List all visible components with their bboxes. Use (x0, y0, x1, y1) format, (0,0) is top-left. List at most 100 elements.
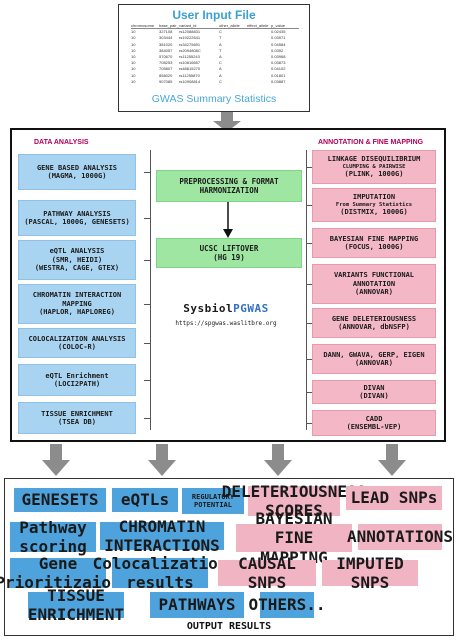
ucsc-liftover-box: UCSC LIFTOVER(HG 19) (156, 238, 302, 268)
connector-tick (144, 218, 150, 219)
input-table: chromosome base_pair_location variant_id… (131, 23, 299, 85)
box-title: eQTL Enrichment (45, 371, 109, 380)
box-title: LINKAGE DISEQUILIBRIUM (327, 155, 421, 164)
table-cell: rs10816657 (179, 60, 201, 66)
table-cell: A (219, 72, 222, 78)
box-title: BAYESIAN FINE MAPPING (329, 234, 419, 243)
header-cell: variant_id (179, 23, 197, 28)
left-divider-line (150, 150, 151, 430)
output-label: results (126, 573, 194, 592)
table-cell: 303444 (159, 35, 173, 41)
down-arrow-icon (264, 444, 292, 476)
output-label: CHROMATIN (118, 516, 206, 536)
output-label: POTENTIAL (194, 501, 232, 509)
box-title: MAPPING (62, 299, 92, 308)
table-cell: 10 (131, 47, 136, 53)
connector-tick (144, 260, 150, 261)
input-file-title: User Input File (172, 8, 256, 22)
box-subtitle: From Summary Statistics (335, 201, 413, 208)
table-cell: 0.03968 (271, 53, 286, 59)
box-tools: (ANNOVAR, dbNSFP) (338, 323, 410, 331)
table-cell: 708253 (159, 60, 173, 66)
table-cell: rs12088831 (179, 29, 201, 35)
bayesian-fine-mapping-box: BAYESIAN FINE MAPPING(FOCUS, 1000G) (312, 228, 436, 258)
box-tools: (ANNOVAR) (355, 288, 393, 297)
box-title: CADD (365, 414, 383, 423)
table-cell: C (219, 60, 222, 66)
table-cell: 0.0392 (271, 47, 284, 53)
connector-tick (144, 172, 150, 173)
brand-prefix: Sysbiol (183, 302, 234, 315)
output-label: Prioritizaion (0, 573, 121, 592)
output-label: REGULATORY (191, 492, 235, 501)
box-tools: (TSEA DB) (58, 418, 96, 426)
right-divider-line (306, 150, 307, 430)
user-input-file-panel: User Input File chromosome base_pair_loc… (118, 4, 310, 112)
output-label: Gene (38, 553, 78, 573)
box-title: PATHWAY ANALYSIS (43, 209, 111, 218)
output-label: Pathway (19, 517, 87, 537)
box-title: HARMONIZATION (199, 186, 259, 195)
table-cell: 10 (131, 29, 136, 35)
connector-tick (144, 418, 150, 419)
box-tools: (DISTMIX, 1000G) (340, 208, 408, 217)
output-imputed-snps: IMPUTED SNPS (322, 554, 418, 592)
table-cell: 0.04584 (271, 41, 286, 47)
output-label: SCORES (265, 501, 323, 520)
table-cell: 0.03971 (271, 35, 286, 41)
output-label: scoring (19, 537, 87, 556)
input-table-header: chromosome base_pair_location variant_id… (131, 23, 299, 30)
box-title: VARIANTS FUNCTIONAL (333, 271, 415, 280)
colocalization-analysis-box: COLOCALIZATION ANALYSIS(COLOC-R) (18, 328, 136, 358)
box-title: PREPROCESSING & FORMAT (179, 177, 279, 186)
table-cell: 570670 (159, 53, 173, 59)
table-cell: 10 (131, 60, 136, 66)
box-title: ANNOTATION (352, 279, 396, 288)
brand-suffix: PGWAS (233, 302, 269, 315)
connector-tick (306, 392, 312, 393)
connector-tick (144, 380, 150, 381)
table-cell: 907085 (159, 78, 173, 84)
eqtl-enrichment-box: eQTL Enrichment(LOCI2PATH) (18, 364, 136, 396)
down-arrow-icon (42, 444, 70, 476)
table-cell: A (219, 66, 222, 72)
output-label: DELETERIOUSNESS (221, 481, 367, 501)
box-tools: (LOCI2PATH) (53, 380, 101, 388)
table-cell: 10 (131, 35, 136, 41)
table-cell: 381020 (159, 41, 173, 47)
box-title: GENE DELETERIOUSNESS (331, 314, 417, 323)
output-label: Colocalization (92, 553, 228, 573)
box-title: GENE BASED ANALYSIS (36, 163, 118, 172)
box-subtitle: CLUMPING & PAIRWISE (342, 163, 406, 170)
connector-tick (306, 167, 312, 168)
output-annotations: ANNOTATIONS (347, 524, 453, 550)
box-title: DIVAN (363, 383, 385, 392)
box-tools: (HG 19) (213, 253, 245, 262)
connector-tick (306, 243, 312, 244)
table-cell: rs48815270 (179, 66, 201, 72)
down-arrow-icon (213, 112, 241, 132)
output-pathways: PATHWAYS (150, 592, 244, 618)
table-cell: 10 (131, 53, 136, 59)
box-tools: (COLOC-R) (58, 343, 96, 351)
output-eqtls: eQTLs (112, 488, 178, 512)
website-url: https://spgwas.waslitbre.org (175, 320, 277, 327)
box-tools: (PASCAL, 1000G, GENESETS) (24, 218, 130, 226)
output-results-title: OUTPUT RESULTS (186, 621, 272, 632)
header-cell: effect_allele (247, 23, 269, 28)
dann-gwava-gerp-eigen-box: DANN, GWAVA, GERP, EIGEN(ANNOVAR) (312, 344, 436, 374)
table-cell: rs34275691 (179, 41, 201, 47)
